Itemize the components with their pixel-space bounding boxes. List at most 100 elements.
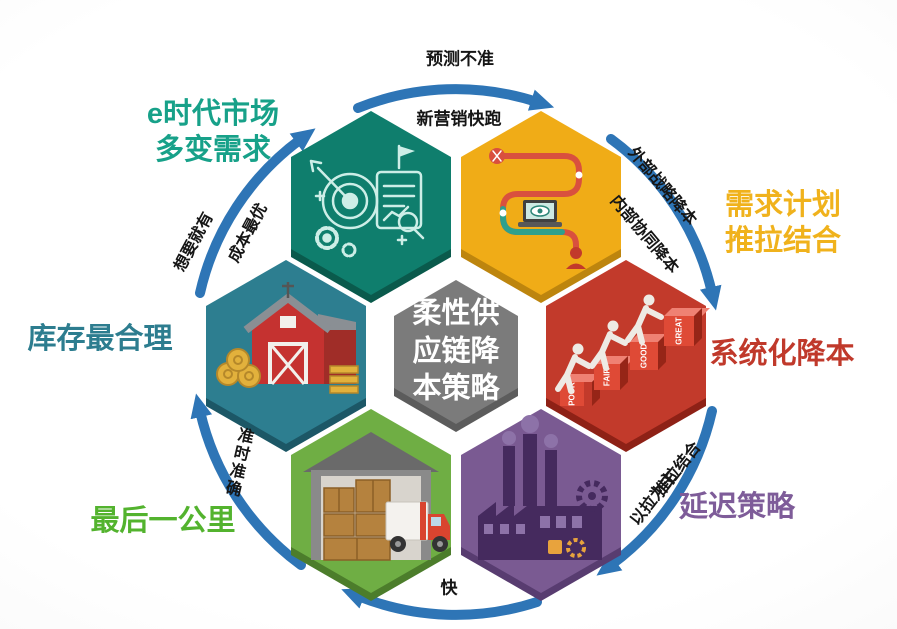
block-great-top xyxy=(664,308,710,316)
arrow-ring xyxy=(190,84,722,620)
label-market-line2: 多变需求 xyxy=(154,134,272,166)
path-dot-2 xyxy=(499,209,507,217)
label-demand: 需求计划 推拉结合 xyxy=(725,187,841,260)
magnifier-handle xyxy=(412,227,425,240)
center-title-line2: 应链降 xyxy=(412,335,500,368)
document-lines xyxy=(382,184,416,208)
hay-bales xyxy=(216,348,261,388)
center-title-line1: 柔性供 xyxy=(412,297,500,330)
chimney-2 xyxy=(523,434,537,506)
truck-windshield xyxy=(431,517,441,526)
truck-wheel-rear-hub xyxy=(395,541,401,547)
arrow-bottom-right xyxy=(596,406,717,576)
block-good-label: GOOD xyxy=(640,344,649,369)
block-fair-side xyxy=(620,356,628,390)
warehouse-truck-icon xyxy=(303,432,450,561)
hexagon-center xyxy=(394,280,518,432)
process-path-icon xyxy=(489,148,586,269)
block-good xyxy=(630,342,658,370)
figure-2-head xyxy=(607,320,619,332)
sparkle-2 xyxy=(396,234,408,246)
center-title: 柔性供 应链降 本策略 xyxy=(412,295,499,408)
pallet-stack xyxy=(329,365,359,394)
gear-small xyxy=(341,242,357,258)
factory-windows xyxy=(484,516,582,534)
box-seams xyxy=(338,480,374,560)
hexagon-systematic-face xyxy=(546,260,706,444)
pallet-3 xyxy=(329,385,359,394)
hexagon-center-face xyxy=(394,280,518,424)
figure-3-head xyxy=(643,294,655,306)
smoke-1 xyxy=(502,431,516,445)
arrow-bottom-left xyxy=(190,393,306,570)
flag xyxy=(399,146,415,157)
center-title-line3: 本策略 xyxy=(412,372,500,405)
label-delay: 延迟策略 xyxy=(678,490,796,523)
window-6 xyxy=(572,516,582,528)
hay-swirl-1 xyxy=(223,369,233,379)
loft-window xyxy=(280,316,296,328)
warehouse-roof xyxy=(303,432,439,472)
arrow-label-fast: 快 xyxy=(440,578,458,598)
window-2 xyxy=(500,524,509,534)
pallet-2 xyxy=(329,375,359,384)
barn-icon xyxy=(216,282,359,394)
block-great xyxy=(664,316,694,346)
target-mid-ring xyxy=(331,182,369,220)
arrow-top xyxy=(353,84,555,113)
figure-1-head xyxy=(572,343,584,355)
block-great-side xyxy=(694,308,702,346)
journey-path-teal xyxy=(500,206,565,235)
factory-icon xyxy=(478,415,608,560)
report-document xyxy=(375,170,423,230)
market-analysis-icon xyxy=(309,144,425,258)
hay-bale-3 xyxy=(226,348,250,372)
pallet-1 xyxy=(329,365,359,374)
label-market-line1: e时代市场 xyxy=(146,97,280,130)
improvement-blocks-icon: POOR FAIR GOOD GREAT xyxy=(555,294,710,406)
arrow-label-marketing: 新营销快跑 xyxy=(416,109,502,129)
person-body xyxy=(566,263,586,269)
eye-pupil xyxy=(537,208,543,214)
smoke-3 xyxy=(544,434,558,448)
person-head xyxy=(570,247,582,259)
arrow-top-right xyxy=(606,134,722,311)
pushing-figures xyxy=(555,294,664,394)
hexagon-market-face xyxy=(291,111,451,295)
window-3 xyxy=(516,524,525,534)
block-fair-label: FAIR xyxy=(603,368,612,386)
figure-3-body xyxy=(625,305,664,345)
block-poor-label: POOR xyxy=(568,382,577,406)
chimney-3 xyxy=(545,450,557,506)
bulb-rays xyxy=(492,150,502,162)
gear-large xyxy=(315,226,339,250)
trend-line xyxy=(382,205,410,222)
box-4 xyxy=(355,513,391,537)
figure-1-body xyxy=(555,354,592,394)
label-lastmile: 最后一公里 xyxy=(90,504,236,537)
truck-stripe xyxy=(420,502,426,540)
path-dot-1 xyxy=(575,171,583,179)
label-demand-line1: 需求计划 xyxy=(724,188,842,221)
label-inventory: 库存最合理 xyxy=(27,322,173,355)
window-5 xyxy=(556,516,566,528)
gear-large-hub xyxy=(322,233,332,243)
laptop-keyboard xyxy=(518,222,562,227)
dart-feathers xyxy=(309,159,323,173)
crate-accent xyxy=(548,540,562,554)
factory-gear xyxy=(576,480,608,512)
chimney-1 xyxy=(503,446,515,506)
hay-swirl-3 xyxy=(233,355,243,365)
truck-wheel-front-hub xyxy=(437,541,443,547)
label-systematic: 系统化降本 xyxy=(709,337,855,370)
gear-accent xyxy=(566,538,586,558)
factory-gear-hub xyxy=(588,492,596,500)
block-great-label: GREAT xyxy=(675,317,684,345)
arrow-top-left xyxy=(195,128,316,298)
weathervane xyxy=(282,282,294,298)
label-demand-line2: 推拉结合 xyxy=(724,225,842,257)
dart-shaft xyxy=(316,166,352,203)
hexagon-market xyxy=(291,111,451,303)
